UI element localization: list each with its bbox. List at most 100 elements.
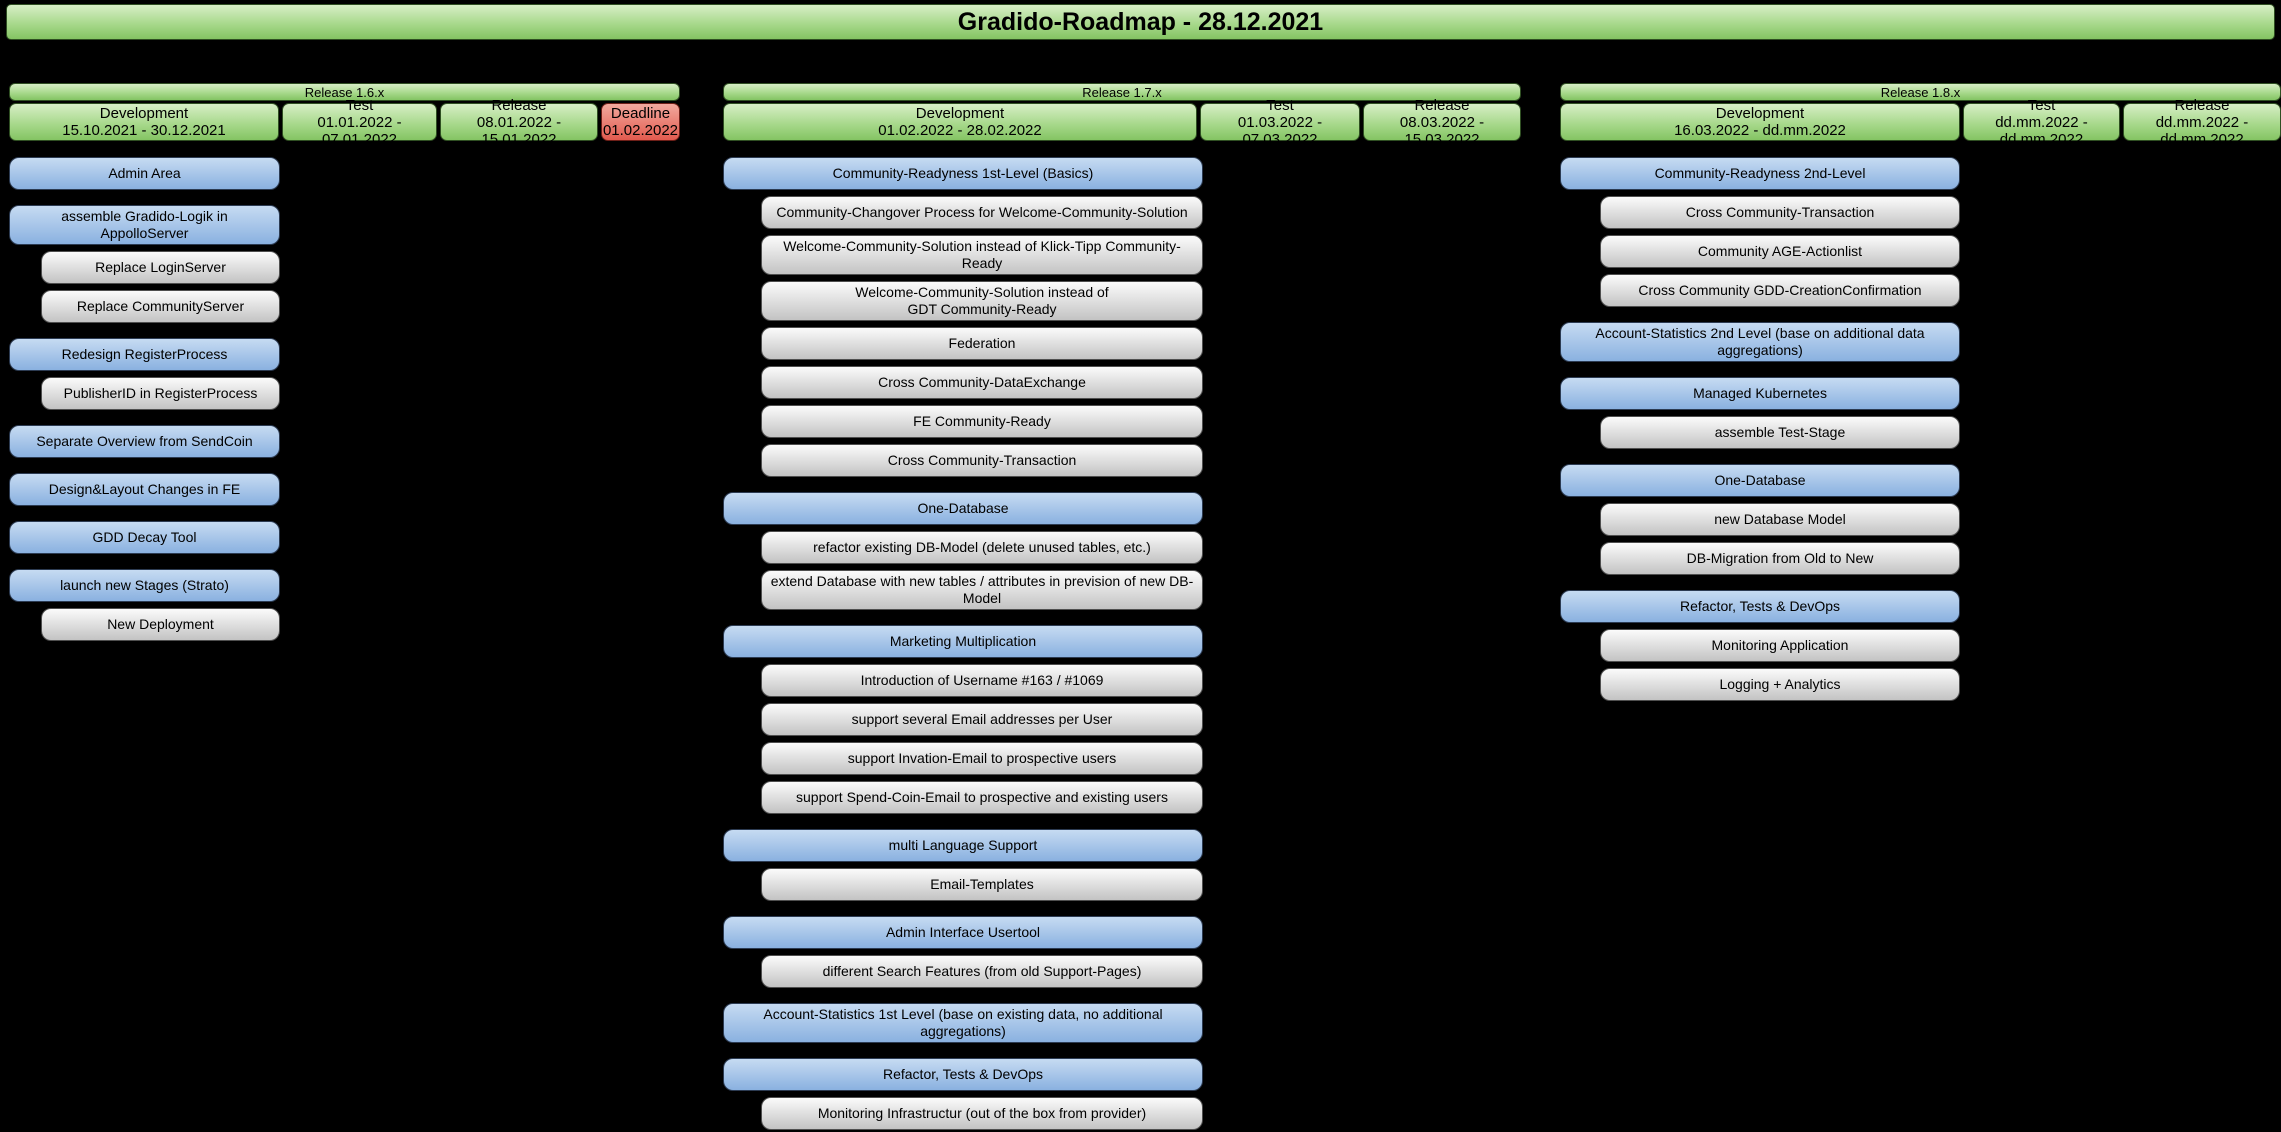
- epic-box: Account-Statistics 2nd Level (base on ad…: [1560, 322, 1960, 362]
- item-label: Refactor, Tests & DevOps: [1679, 598, 1841, 614]
- task-group: Account-Statistics 1st Level (base on ex…: [723, 1003, 1521, 1043]
- task-group: One-Database new Database Model DB-Migra…: [1560, 464, 2281, 575]
- item-label: assemble Gradido-Logik in AppolloServer: [61, 208, 228, 241]
- item-label: Admin Interface Usertool: [885, 924, 1041, 940]
- item-label: Account-Statistics 1st Level (base on ex…: [763, 1006, 1163, 1039]
- phase-name: Test: [1266, 96, 1294, 114]
- epic-box: Community-Readyness 1st-Level (Basics): [723, 157, 1203, 190]
- item-label: Community-Readyness 2nd-Level: [1654, 165, 1866, 181]
- item-label: Redesign RegisterProcess: [61, 346, 228, 362]
- task-box: Community-Changover Process for Welcome-…: [761, 196, 1203, 229]
- release-bar: Release 1.6.x: [9, 83, 680, 101]
- phase-row: Development 15.10.2021 - 30.12.2021 Test…: [9, 97, 680, 148]
- phase-dates: 16.03.2022 - dd.mm.2022: [1674, 122, 1846, 139]
- release-column-3: Release 1.8.x Development 16.03.2022 - d…: [1560, 83, 2281, 701]
- epic-box: Marketing Multiplication: [723, 625, 1203, 658]
- epic-box: One-Database: [723, 492, 1203, 525]
- item-label: Refactor, Tests & DevOps: [882, 1066, 1044, 1082]
- phase-test: Test 01.03.2022 - 07.03.2022: [1200, 97, 1360, 148]
- item-label: Logging + Analytics: [1719, 676, 1841, 692]
- phase-dates: 08.03.2022 - 15.03.2022: [1399, 113, 1485, 148]
- item-label: multi Language Support: [888, 837, 1038, 853]
- item-label: Cross Community-Transaction: [1685, 204, 1875, 220]
- epic-box: One-Database: [1560, 464, 1960, 497]
- item-label: Replace CommunityServer: [76, 298, 245, 314]
- item-label: FE Community-Ready: [913, 413, 1051, 429]
- task-box: support Invation-Email to prospective us…: [761, 742, 1203, 775]
- item-label: support several Email addresses per User: [851, 711, 1113, 727]
- task-group: Admin Interface Usertool different Searc…: [723, 916, 1521, 988]
- release-column-2: Release 1.7.x Development 01.02.2022 - 2…: [723, 83, 1521, 1130]
- phase-name: Release: [2174, 96, 2230, 114]
- item-label: One-Database: [1714, 472, 1806, 488]
- roadmap-title: Gradido-Roadmap - 28.12.2021: [957, 7, 1324, 36]
- task-box: FE Community-Ready: [761, 405, 1203, 438]
- phase-release: Release 08.01.2022 - 15.01.2022: [440, 97, 598, 148]
- item-label: Introduction of Username #163 / #1069: [860, 672, 1104, 688]
- task-box: different Search Features (from old Supp…: [761, 955, 1203, 988]
- release-bar-label: Release 1.8.x: [1880, 84, 1961, 100]
- item-label: New Deployment: [107, 616, 214, 632]
- item-label: Replace LoginServer: [95, 259, 226, 275]
- phase-name: Deadline: [610, 105, 671, 122]
- task-box: assemble Test-Stage: [1600, 416, 1960, 449]
- epic-box: Design&Layout Changes in FE: [9, 473, 280, 506]
- item-label: Monitoring Infrastructur (out of the box…: [817, 1105, 1147, 1121]
- task-box: new Database Model: [1600, 503, 1960, 536]
- phase-row: Development 01.02.2022 - 28.02.2022 Test…: [723, 97, 1521, 148]
- task-box: Cross Community-Transaction: [761, 444, 1203, 477]
- phase-name: Development: [99, 105, 189, 122]
- phase-development: Development 01.02.2022 - 28.02.2022: [723, 103, 1197, 141]
- phase-deadline: Deadline 01.02.2022: [601, 103, 680, 141]
- task-box: PublisherID in RegisterProcess: [41, 377, 280, 410]
- phase-test: Test 01.01.2022 - 07.01.2022: [282, 97, 437, 148]
- phase-name: Development: [915, 105, 1005, 122]
- item-label: launch new Stages (Strato): [60, 577, 229, 593]
- release-bar-label: Release 1.6.x: [304, 84, 385, 100]
- phase-dates: 01.03.2022 - 07.03.2022: [1237, 113, 1323, 148]
- roadmap-title-bar: Gradido-Roadmap - 28.12.2021: [6, 4, 2275, 40]
- item-label: Design&Layout Changes in FE: [48, 481, 241, 497]
- release-bar-label: Release 1.7.x: [1082, 84, 1162, 100]
- task-group: Refactor, Tests & DevOps Monitoring Appl…: [1560, 590, 2281, 701]
- task-box: Cross Community-DataExchange: [761, 366, 1203, 399]
- epic-box: Refactor, Tests & DevOps: [1560, 590, 1960, 623]
- item-label: Admin Area: [108, 165, 181, 181]
- task-group: Account-Statistics 2nd Level (base on ad…: [1560, 322, 2281, 362]
- task-box: DB-Migration from Old to New: [1600, 542, 1960, 575]
- task-group: Marketing Multiplication Introduction of…: [723, 625, 1521, 814]
- epic-box: Separate Overview from SendCoin: [9, 425, 280, 458]
- phase-release: Release dd.mm.2022 - dd.mm.2022: [2123, 97, 2281, 148]
- task-box: Email-Templates: [761, 868, 1203, 901]
- task-group: Design&Layout Changes in FE: [9, 473, 680, 506]
- phase-dates: 01.02.2022: [602, 122, 679, 139]
- item-label: PublisherID in RegisterProcess: [63, 385, 258, 401]
- task-box: Introduction of Username #163 / #1069: [761, 664, 1203, 697]
- task-group: Separate Overview from SendCoin: [9, 425, 680, 458]
- phase-release: Release 08.03.2022 - 15.03.2022: [1363, 97, 1521, 148]
- task-group: Community-Readyness 1st-Level (Basics) C…: [723, 157, 1521, 477]
- item-label: Account-Statistics 2nd Level (base on ad…: [1595, 325, 1925, 358]
- task-box: Monitoring Infrastructur (out of the box…: [761, 1097, 1203, 1130]
- phase-dates: 01.02.2022 - 28.02.2022: [878, 122, 1042, 139]
- item-label: Community-Changover Process for Welcome-…: [776, 204, 1188, 220]
- item-label: DB-Migration from Old to New: [1686, 550, 1874, 566]
- task-group: Refactor, Tests & DevOps Monitoring Infr…: [723, 1058, 1521, 1130]
- item-label: Community-Readyness 1st-Level (Basics): [832, 165, 1094, 181]
- item-label: Cross Community-DataExchange: [878, 374, 1086, 390]
- epic-box: Community-Readyness 2nd-Level: [1560, 157, 1960, 190]
- task-box: Logging + Analytics: [1600, 668, 1960, 701]
- phase-row: Development 16.03.2022 - dd.mm.2022 Test…: [1560, 97, 2281, 148]
- phase-development: Development 16.03.2022 - dd.mm.2022: [1560, 103, 1960, 141]
- task-group: One-Database refactor existing DB-Model …: [723, 492, 1521, 610]
- phase-name: Release: [491, 96, 547, 114]
- task-box: Federation: [761, 327, 1203, 360]
- item-label: Welcome-Community-Solution instead of GD…: [855, 284, 1109, 317]
- epic-box: assemble Gradido-Logik in AppolloServer: [9, 205, 280, 245]
- task-box: extend Database with new tables / attrib…: [761, 570, 1203, 610]
- phase-development: Development 15.10.2021 - 30.12.2021: [9, 103, 279, 141]
- item-label: Marketing Multiplication: [889, 633, 1037, 649]
- task-box: Replace LoginServer: [41, 251, 280, 284]
- item-label: new Database Model: [1714, 511, 1846, 527]
- task-list: Admin Area assemble Gradido-Logik in App…: [9, 157, 680, 641]
